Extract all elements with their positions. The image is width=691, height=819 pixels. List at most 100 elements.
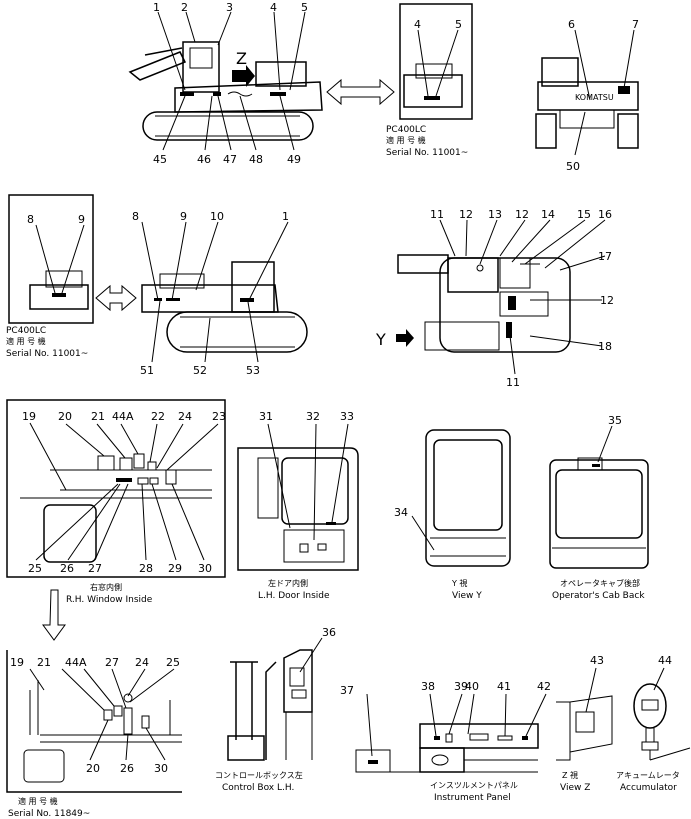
mid-side-view: 8 9 10 1 51 52 53 — [132, 210, 308, 377]
caption-viewy-en: View Y — [452, 591, 482, 601]
rear-track-right — [617, 113, 639, 149]
callout-49: 49 — [287, 153, 301, 166]
callout-20: 20 — [58, 410, 72, 423]
caption-serial-2: Serial No. 11001~ — [6, 349, 88, 359]
panel-gauge — [431, 754, 449, 766]
callout-33: 33 — [340, 410, 354, 423]
boom-line — [144, 47, 183, 56]
callout-8b: 8 — [27, 213, 34, 226]
panel-lines — [390, 759, 538, 773]
rear-view: KOMATSU 6 7 50 — [535, 18, 639, 173]
door-handle-area — [257, 457, 279, 519]
callout-42: 42 — [537, 680, 551, 693]
rh-window-panel: 19 20 21 44A 22 24 23 25 26 27 28 29 30 … — [6, 399, 226, 605]
callout-32: 32 — [306, 410, 320, 423]
caption-viewz-en: View Z — [560, 783, 590, 793]
callout-51: 51 — [140, 364, 154, 377]
callout-1: 1 — [153, 1, 160, 14]
mid-track — [166, 311, 308, 353]
caption-viewy-jp: Y 視 — [451, 579, 467, 588]
decal-46 — [180, 92, 194, 96]
decal-21 — [119, 457, 133, 471]
panel-lower — [419, 747, 465, 773]
control-box-panel: 36 コントロールボックス左 Control Box L.H. — [215, 626, 336, 793]
callout-24b: 24 — [135, 656, 149, 669]
rear-undercarriage — [559, 109, 615, 129]
leader-43 — [585, 667, 597, 713]
callout-25b: 25 — [166, 656, 180, 669]
callout-14: 14 — [541, 208, 555, 221]
leader-48 — [239, 95, 257, 151]
window-frame — [6, 399, 226, 578]
panel-upper — [419, 723, 539, 749]
caption-cab-jp: オペレータキャブ後部 — [560, 578, 640, 588]
view-y-window — [433, 439, 503, 531]
panel-decal-41 — [497, 735, 513, 741]
inset-decal — [424, 96, 440, 100]
decal-33 — [326, 522, 336, 525]
callout-30b: 30 — [154, 762, 168, 775]
mid-inset-frame — [8, 194, 94, 324]
decal-48 — [227, 91, 253, 97]
callout-24: 24 — [178, 410, 192, 423]
callout-8: 8 — [132, 210, 139, 223]
door-frame — [237, 447, 359, 571]
caption-accum-en: Accumulator — [620, 783, 677, 793]
callout-41: 41 — [497, 680, 511, 693]
callout-5: 5 — [301, 1, 308, 14]
callout-29: 29 — [168, 562, 182, 575]
plan-decal-12 — [508, 296, 516, 310]
decal-7 — [618, 86, 630, 94]
caption-panel-en: Instrument Panel — [434, 793, 511, 803]
decal-32 — [299, 543, 309, 553]
inset-body — [403, 74, 463, 108]
inset-leaders — [417, 29, 459, 97]
control-handle — [289, 667, 305, 687]
callout-44: 44 — [658, 654, 672, 667]
callout-47: 47 — [223, 153, 237, 166]
z-arrow — [232, 65, 255, 87]
callout-17: 17 — [598, 250, 612, 263]
caption-serial3-jp: 適 用 号 機 — [18, 796, 58, 806]
rear-cab — [541, 57, 579, 87]
cab-back-frame — [549, 459, 649, 569]
callout-11b: 11 — [506, 376, 520, 389]
decal-32b — [317, 543, 327, 551]
serial-decal-26 — [123, 707, 133, 735]
callout-11: 11 — [430, 208, 444, 221]
plan-view: Y 11 12 13 12 14 15 16 17 12 18 11 — [375, 208, 614, 389]
boom — [128, 51, 187, 81]
cab-back-bracket — [577, 457, 603, 471]
callout-34: 34 — [394, 506, 408, 519]
upper-body — [174, 81, 323, 113]
caption-window-en: R.H. Window Inside — [66, 595, 153, 605]
top-side-view: Z 1 2 3 4 5 45 46 47 48 49 — [128, 1, 323, 166]
plan-decal-11 — [506, 322, 512, 338]
callout-1b: 1 — [282, 210, 289, 223]
leader-4 — [273, 11, 281, 91]
view-y-rails — [430, 537, 506, 557]
caption-panel-jp: インスツルメントパネル — [430, 781, 518, 790]
door-leaders — [267, 423, 349, 541]
caption-pc400lc-2: PC400LC — [6, 326, 46, 336]
leader-36 — [299, 637, 323, 673]
serial-window — [23, 749, 65, 783]
cab-window — [189, 47, 213, 69]
mid-cab — [231, 261, 275, 313]
mid-inset-body — [29, 284, 89, 310]
view-y-panel: 34 Y 視 View Y — [394, 429, 511, 601]
control-decal-36 — [291, 689, 307, 699]
decal-28 — [137, 477, 149, 485]
callout-19: 19 — [22, 410, 36, 423]
callout-44a-b: 44A — [65, 656, 87, 669]
callout-21b: 21 — [37, 656, 51, 669]
plan-cab — [447, 257, 499, 293]
inset-pc400lc-mid: 8 9 PC400LC 適 用 号 機 Serial No. 11001~ — [6, 194, 94, 359]
mid-inset-leaders — [35, 224, 85, 294]
decal-26-27 — [116, 478, 132, 482]
callout-43: 43 — [590, 654, 604, 667]
decal-30 — [165, 469, 177, 485]
caption-applic-2: 適 用 号 機 — [6, 336, 46, 346]
